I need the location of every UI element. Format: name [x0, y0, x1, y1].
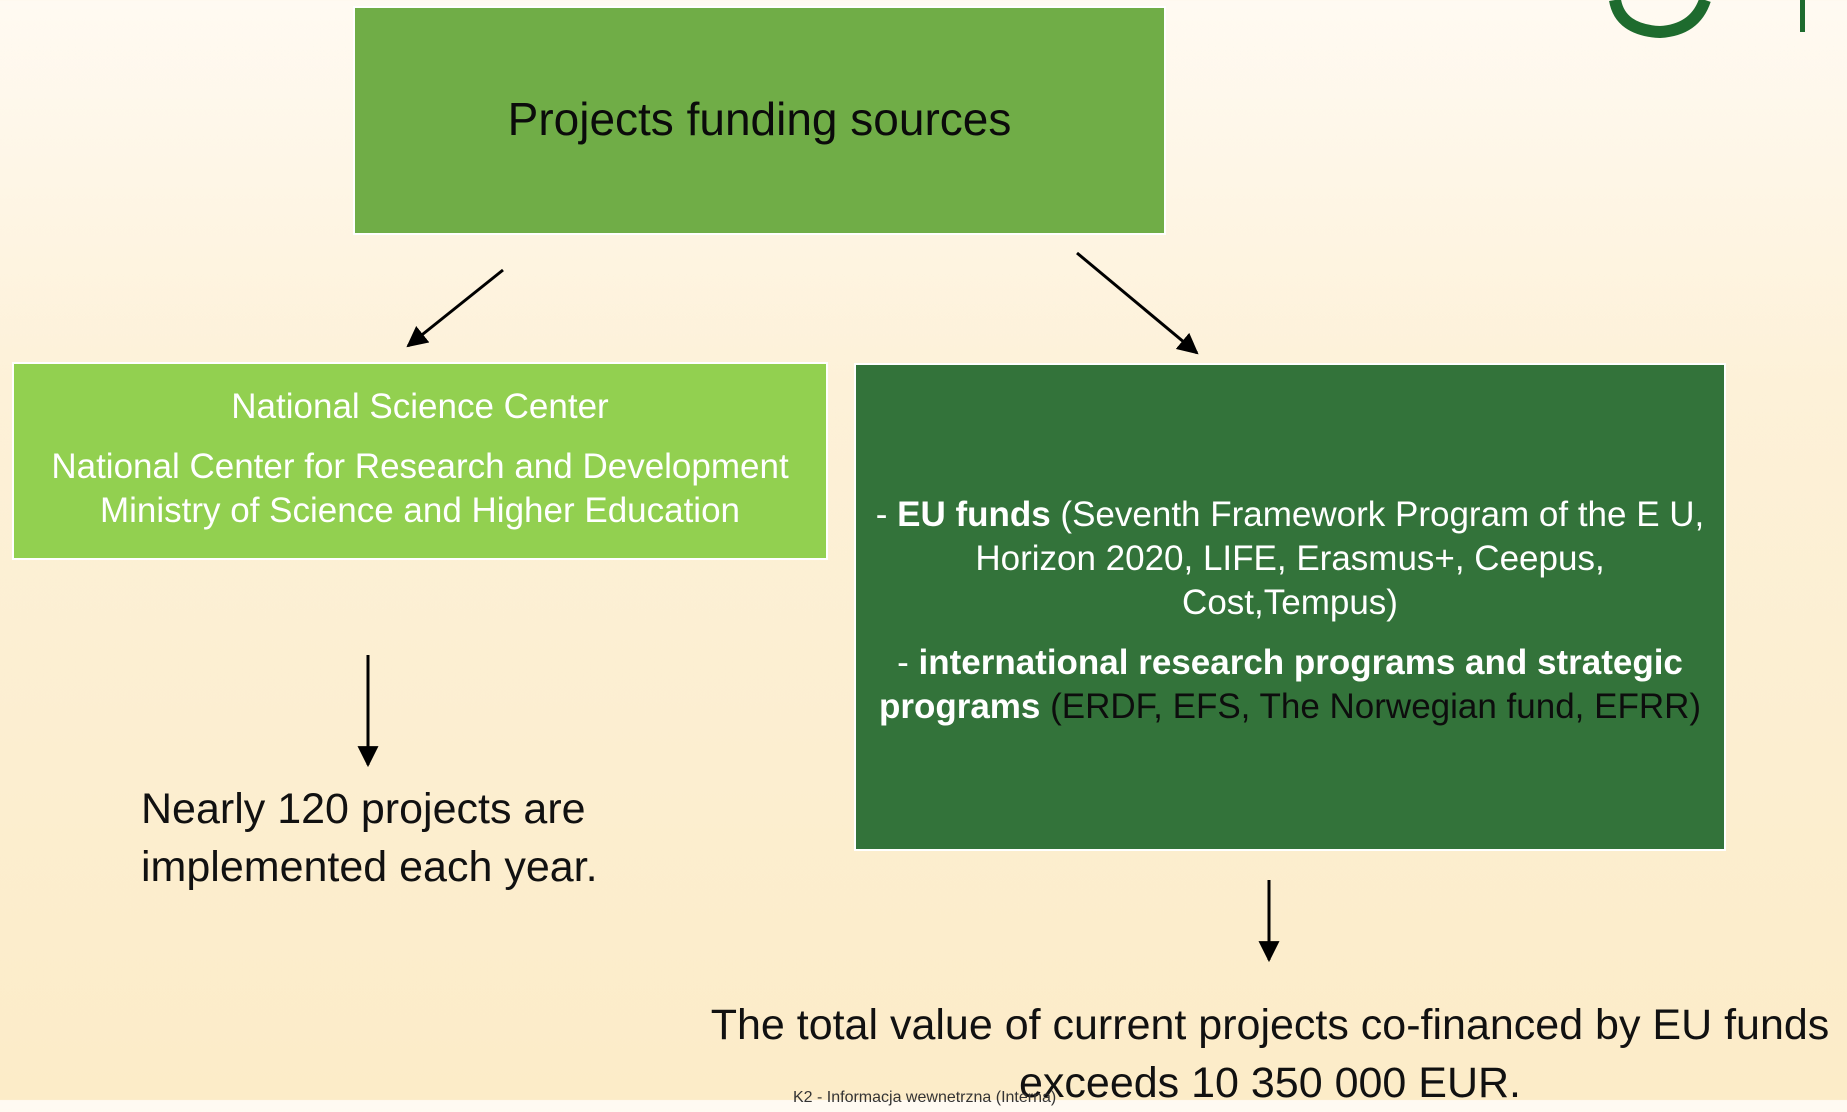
arrow-to-eu-box	[1076, 251, 1199, 355]
international-programs-item: - international research programs and st…	[878, 643, 1702, 726]
logo-icon	[1609, 0, 1805, 39]
ncrd-label: National Center for Research and Develop…	[51, 447, 789, 486]
ministry-label: Ministry of Science and Higher Education	[99, 491, 741, 530]
national-science-center-label: National Science Center	[231, 387, 609, 426]
projects-per-year-note: Nearly 120 projects are implemented each…	[141, 785, 598, 891]
eu-funds-item: - EU funds (Seventh Framework Program of…	[875, 495, 1705, 622]
international-programs-label: international research programs and stra…	[878, 643, 1683, 726]
funding-sources-title: Projects funding sources	[507, 92, 1012, 145]
eu-sources-box: - EU funds (Seventh Framework Program of…	[854, 363, 1726, 851]
national-sources-box: National Science Center National Center …	[12, 362, 828, 560]
international-programs-list: (ERDF, EFS, The Norwegian fund, EFRR)	[1040, 687, 1702, 726]
eu-funds-label: EU funds	[897, 495, 1051, 534]
funding-sources-box: Projects funding sources	[353, 6, 1166, 235]
arrow-to-national-box	[406, 268, 504, 348]
eu-total-value-note: The total value of current projects co-f…	[710, 1001, 1830, 1107]
eu-funds-programs: (Seventh Framework Program of the E U, H…	[975, 495, 1705, 622]
